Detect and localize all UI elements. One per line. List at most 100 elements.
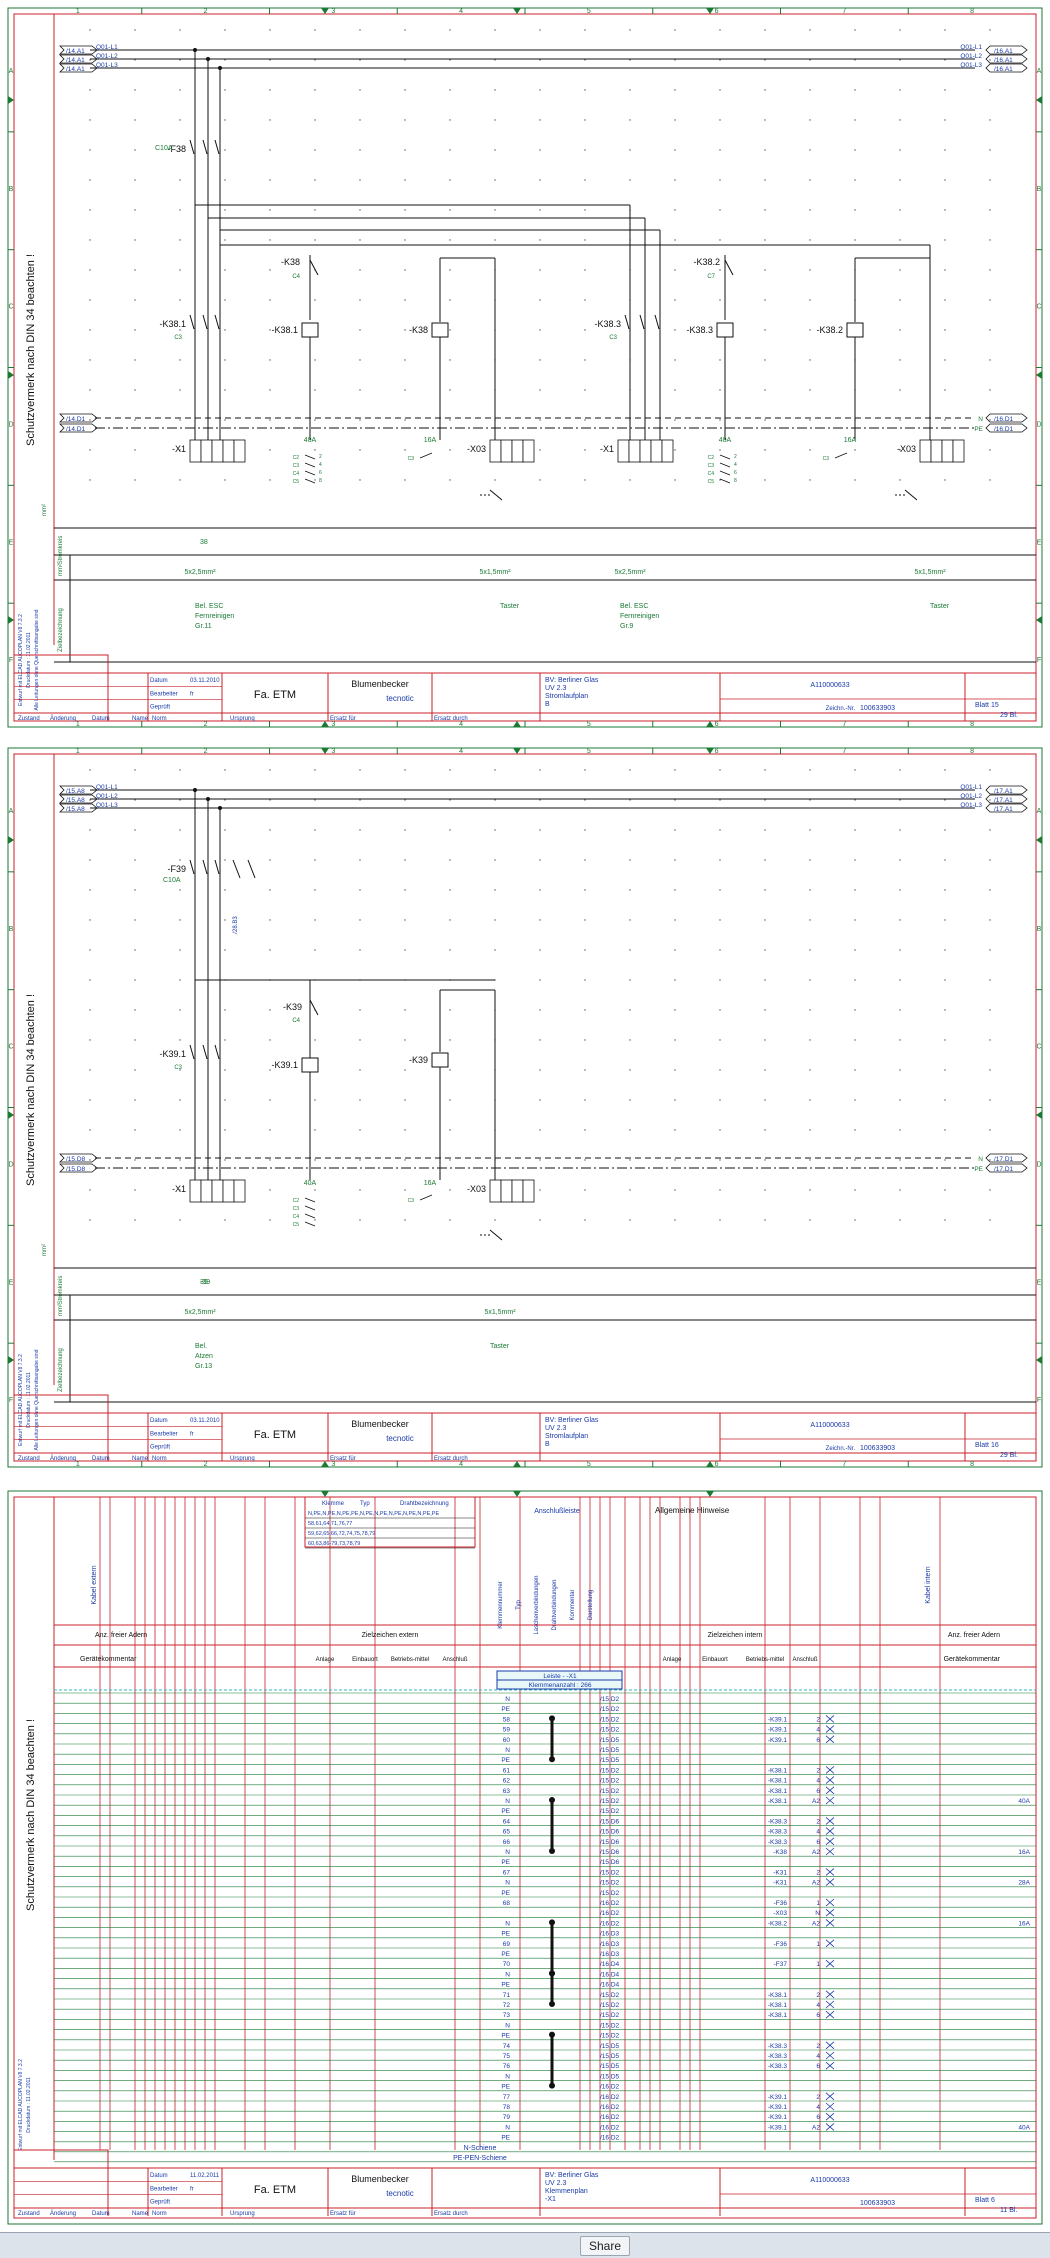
grid-dot bbox=[179, 799, 181, 801]
bus-label: Q01-L2 bbox=[96, 793, 118, 800]
grid-dot bbox=[719, 1069, 721, 1071]
grid-dot bbox=[854, 1099, 856, 1101]
grid-dot bbox=[494, 179, 496, 181]
grid-dot bbox=[584, 29, 586, 31]
company-name: Fa. ETM bbox=[254, 1429, 296, 1441]
device-tag: -K39.1 bbox=[768, 2114, 788, 2121]
grid-dot bbox=[494, 799, 496, 801]
grid-dot bbox=[449, 449, 451, 451]
grid-dot bbox=[449, 419, 451, 421]
contact bbox=[309, 259, 319, 276]
grid-dot bbox=[674, 329, 676, 331]
cross-reference: /15.A8 bbox=[66, 788, 85, 795]
drawing-area bbox=[13, 13, 1037, 722]
ref-arrow bbox=[59, 54, 98, 64]
aux-contact bbox=[304, 1197, 316, 1203]
grid-dot bbox=[404, 209, 406, 211]
tb-label: Datum bbox=[150, 1418, 168, 1424]
row-letter: E bbox=[9, 539, 14, 546]
grid-dot bbox=[89, 449, 91, 451]
row-letter: D bbox=[1036, 1161, 1041, 1168]
grid-dot bbox=[629, 799, 631, 801]
cross-reference: /17.D1 bbox=[994, 1156, 1014, 1163]
footer-label: Norm bbox=[152, 2211, 167, 2217]
checkmark bbox=[825, 1827, 835, 1835]
grid-dot bbox=[584, 919, 586, 921]
grid-dot bbox=[899, 1189, 901, 1191]
target-desc: Bel. ESC bbox=[195, 603, 223, 610]
grid-dot bbox=[899, 799, 901, 801]
grid-dot bbox=[764, 239, 766, 241]
share-button[interactable]: Share bbox=[580, 2236, 630, 2256]
grid-dot bbox=[179, 1129, 181, 1131]
grid-dot bbox=[674, 769, 676, 771]
grid-dot bbox=[944, 1129, 946, 1131]
bus-label: Q01-L1 bbox=[960, 44, 982, 51]
grid-dot bbox=[809, 149, 811, 151]
grid-dot bbox=[584, 329, 586, 331]
grid-arrow bbox=[706, 8, 714, 14]
grid-dot bbox=[134, 1039, 136, 1041]
grid-dot bbox=[584, 269, 586, 271]
terminal-ref: /15.D5 bbox=[600, 1737, 620, 1744]
terminal bbox=[511, 1179, 524, 1203]
grid-dot bbox=[179, 209, 181, 211]
row-letter: D bbox=[8, 421, 13, 428]
row-letter: E bbox=[9, 1279, 14, 1286]
grid-dot bbox=[134, 89, 136, 91]
device-tag: -K31 bbox=[773, 1880, 787, 1887]
sheet-border bbox=[7, 1490, 1043, 2225]
grid-dot bbox=[179, 179, 181, 181]
row-letter: E bbox=[1037, 539, 1042, 546]
grid-dot bbox=[944, 59, 946, 61]
grid-dot bbox=[854, 1189, 856, 1191]
grid-dot bbox=[269, 1009, 271, 1011]
column-vertical-label: Typ bbox=[516, 1600, 522, 1610]
grid-dot bbox=[179, 59, 181, 61]
grid-dot bbox=[269, 1219, 271, 1221]
device-tag: -K38.1 bbox=[768, 1778, 788, 1785]
terminal-ref: /15.D6 bbox=[600, 1839, 620, 1846]
grid-dot bbox=[314, 59, 316, 61]
grid-dot bbox=[134, 1129, 136, 1131]
grid-dot bbox=[89, 89, 91, 91]
terminal-ref: /15.D5 bbox=[600, 2073, 620, 2080]
tb-label: Geprüft bbox=[150, 2200, 170, 2206]
grid-dot bbox=[89, 1009, 91, 1011]
aux-pin: 2 bbox=[319, 454, 322, 460]
grid-dot bbox=[809, 89, 811, 91]
grid-dot bbox=[314, 1159, 316, 1161]
bus-label: Q01-L3 bbox=[96, 62, 118, 69]
grid-dot bbox=[944, 1219, 946, 1221]
grid-dot bbox=[989, 449, 991, 451]
checkmark bbox=[825, 2112, 835, 2121]
grid-dot bbox=[269, 239, 271, 241]
grid-dot bbox=[89, 329, 91, 331]
terminal-ref: /15.D6 bbox=[600, 1859, 620, 1866]
grid-dot bbox=[674, 979, 676, 981]
grid-dot bbox=[359, 269, 361, 271]
grid-dot bbox=[404, 389, 406, 391]
grid-dot bbox=[944, 919, 946, 921]
grid-dot bbox=[944, 829, 946, 831]
grid-dot bbox=[179, 889, 181, 891]
grid-dot bbox=[809, 859, 811, 861]
grid-dot bbox=[134, 479, 136, 481]
grid-dot bbox=[944, 209, 946, 211]
checkmark bbox=[825, 1725, 835, 1733]
grid-dot bbox=[224, 29, 226, 31]
grid-dot bbox=[359, 889, 361, 891]
logo-text: tecnotic bbox=[386, 694, 414, 703]
grid-dot bbox=[269, 949, 271, 951]
grid-dot bbox=[89, 389, 91, 391]
right-col-head: Anschluß bbox=[792, 1657, 817, 1663]
column-number: 2 bbox=[204, 748, 208, 755]
grid-dot bbox=[539, 799, 541, 801]
terminal bbox=[211, 439, 224, 463]
grid-dot bbox=[899, 239, 901, 241]
column-vertical-label: Kommentar bbox=[570, 1589, 576, 1620]
grid-dot bbox=[134, 829, 136, 831]
grid-dot bbox=[269, 449, 271, 451]
grid-dot bbox=[764, 1009, 766, 1011]
component-sub: C4 bbox=[292, 274, 300, 280]
